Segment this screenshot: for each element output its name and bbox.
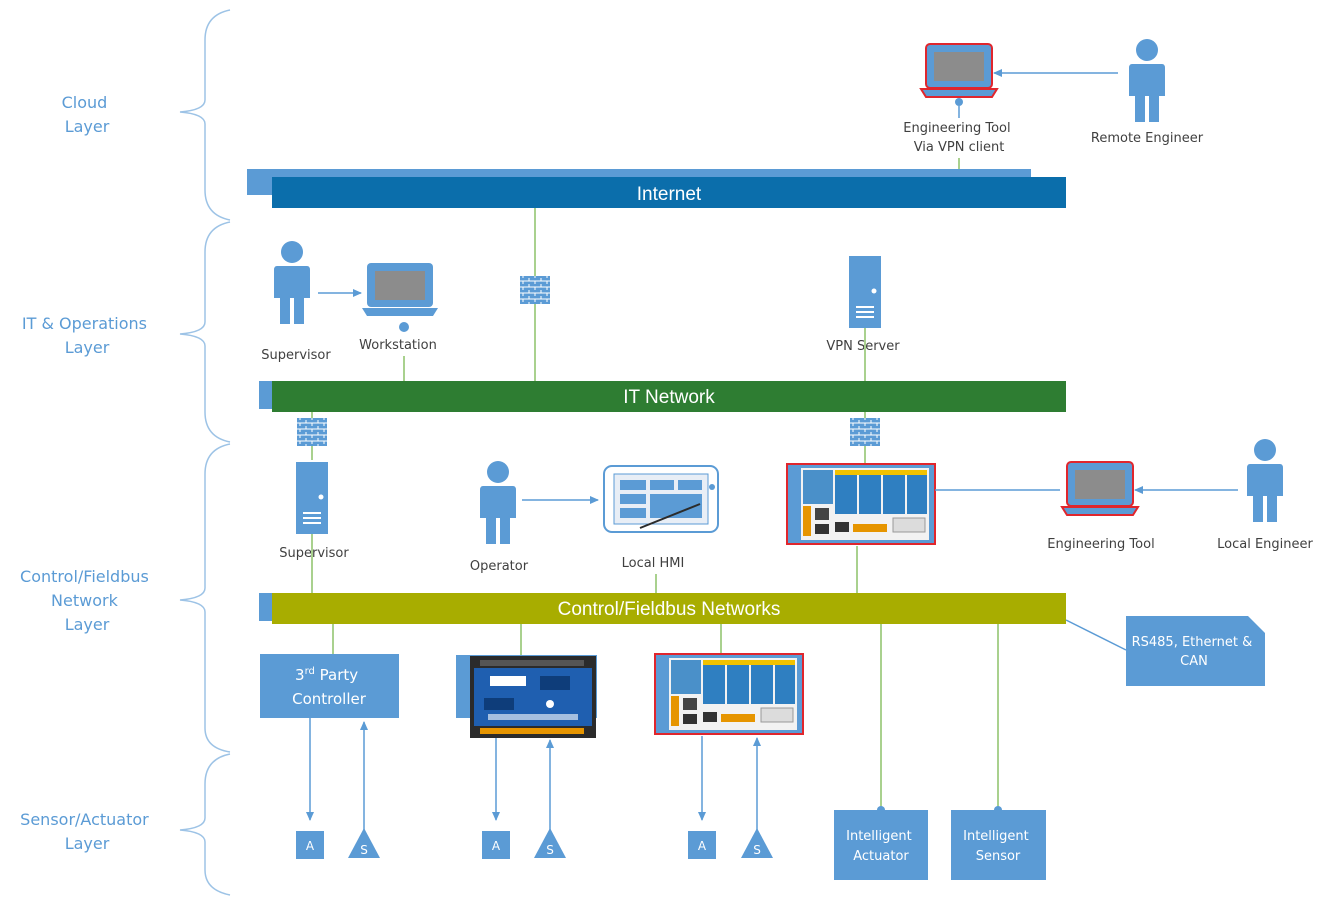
control-fieldbus-layer-label: Control/Fieldbus Network Layer <box>20 567 154 634</box>
intelligent-actuator-box <box>834 810 928 880</box>
local-hmi-label: Local HMI <box>622 556 685 571</box>
cloud-layer-label: Cloud Layer <box>62 93 113 136</box>
workstation-label: Workstation <box>359 338 437 353</box>
plc-controller-icon <box>786 463 936 545</box>
sensor-layer-brace <box>179 753 231 896</box>
it-operations-layer-label: IT & Operations Layer <box>22 314 152 357</box>
actuator-3-label: A <box>698 839 707 853</box>
it-to-control-firewall-left-icon <box>297 418 327 446</box>
engineering-tool-laptop-icon <box>1061 461 1139 516</box>
operator-label: Operator <box>470 559 529 574</box>
internet-bus <box>272 177 1066 208</box>
third-party-controller-box <box>260 654 399 718</box>
third-party-controller-label: 3rd Party Controller <box>292 666 367 708</box>
it-layer-brace <box>179 221 231 443</box>
control-layer-brace <box>179 443 231 753</box>
protocols-note-label: RS485, Ethernet & CAN <box>1132 635 1257 669</box>
internet-label: Internet <box>637 184 702 205</box>
control-fieldbus-bus <box>272 593 1066 624</box>
engineering-tool-vpn-laptop-icon <box>920 43 998 98</box>
supervisor-person-icon <box>274 241 310 324</box>
intelligent-sensor-label: Intelligent Sensor <box>963 829 1033 864</box>
supervisor-server-icon <box>296 462 328 534</box>
local-engineer-person-icon <box>1247 439 1283 522</box>
plc-controller-lower-icon <box>654 653 804 735</box>
actuator-1-label: A <box>306 839 315 853</box>
local-engineer-label: Local Engineer <box>1217 537 1313 552</box>
sensor-actuator-layer-label: Sensor/Actuator Layer <box>20 810 154 853</box>
operator-person-icon <box>480 461 516 544</box>
io-board-icon <box>470 656 596 738</box>
local-hmi-icon <box>603 465 719 533</box>
intelligent-actuator-label: Intelligent Actuator <box>846 829 916 864</box>
engineering-tool-vpn-label: Engineering Tool Via VPN client <box>903 121 1015 155</box>
intelligent-sensor-box <box>951 810 1046 880</box>
sensor-1-label: S <box>360 843 368 857</box>
internet-firewall-icon <box>520 276 550 304</box>
engineering-tool-label: Engineering Tool <box>1047 537 1154 552</box>
vpn-server-icon <box>849 256 881 328</box>
sensor-2-label: S <box>546 843 554 857</box>
it-network-label: IT Network <box>623 387 715 408</box>
control-fieldbus-label: Control/Fieldbus Networks <box>558 599 781 620</box>
supervisor-server-label: Supervisor <box>279 546 349 561</box>
cloud-layer-brace <box>179 9 231 221</box>
supervisor-person-label: Supervisor <box>261 348 331 363</box>
remote-engineer-label: Remote Engineer <box>1091 131 1204 146</box>
sensor-3-label: S <box>753 843 761 857</box>
workstation-laptop-icon <box>362 263 438 316</box>
it-to-control-firewall-right-icon <box>850 418 880 446</box>
vpn-server-label: VPN Server <box>826 339 900 354</box>
remote-engineer-person-icon <box>1129 39 1165 122</box>
actuator-2-label: A <box>492 839 501 853</box>
protocols-note <box>1126 616 1265 686</box>
it-network-bus <box>272 381 1066 412</box>
